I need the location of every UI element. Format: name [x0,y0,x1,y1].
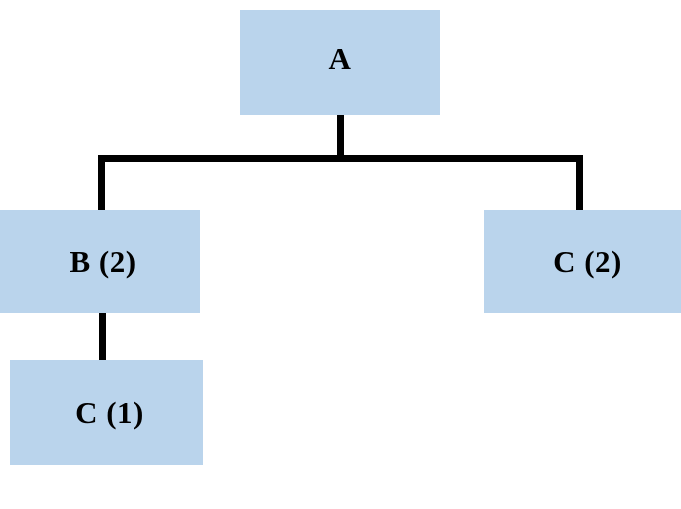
tree-node-a[interactable]: A [240,10,440,115]
tree-node-c2[interactable]: C (2) [484,210,681,313]
tree-node-b2-label: B (2) [69,244,137,279]
edge-bus-to-b2 [98,155,105,211]
tree-node-a-label: A [328,41,352,76]
tree-node-c1-label: C (1) [75,395,144,430]
tree-node-c1[interactable]: C (1) [10,360,203,465]
edge-b2-to-c1 [99,312,106,361]
tree-node-c2-label: C (2) [553,244,622,279]
edge-a-to-bus [337,114,344,162]
tree-node-b2[interactable]: B (2) [0,210,200,313]
edge-horizontal-bus [98,155,583,162]
edge-bus-to-c2 [576,155,583,211]
